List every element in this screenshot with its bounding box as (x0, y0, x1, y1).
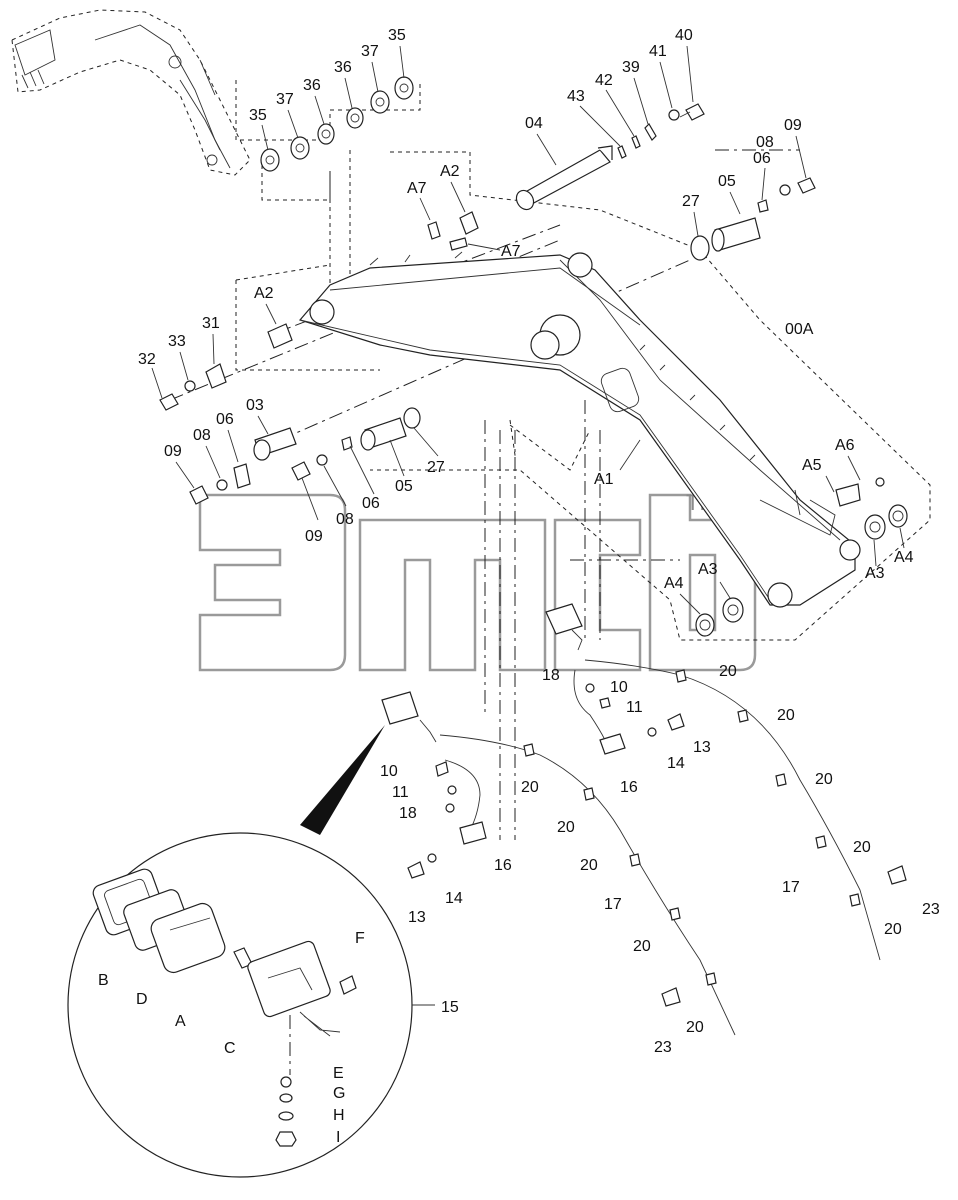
label-16: 16 (494, 857, 512, 874)
label-09: 09 (305, 528, 323, 545)
label-17: 17 (782, 879, 800, 896)
label-A2: A2 (440, 163, 460, 180)
label-E: E (333, 1065, 344, 1082)
label-C: C (224, 1040, 236, 1057)
label-04: 04 (525, 115, 543, 132)
leader-lines (151, 45, 905, 615)
label-I: I (336, 1129, 340, 1146)
label-36: 36 (303, 77, 321, 94)
label-10: 10 (380, 763, 398, 780)
label-F: F (355, 930, 365, 947)
label-39: 39 (622, 59, 640, 76)
label-18: 18 (542, 667, 560, 684)
label-20: 20 (719, 663, 737, 680)
label-35: 35 (388, 27, 406, 44)
label-14: 14 (667, 755, 685, 772)
label-A1: A1 (594, 471, 614, 488)
label-20: 20 (580, 857, 598, 874)
label-27: 27 (682, 193, 700, 210)
label-31: 31 (202, 315, 220, 332)
label-20: 20 (815, 771, 833, 788)
label-06: 06 (362, 495, 380, 512)
label-G: G (333, 1085, 345, 1102)
label-17: 17 (604, 896, 622, 913)
label-06: 06 (753, 150, 771, 167)
pin-05-right-group (690, 177, 816, 261)
label-A3: A3 (698, 561, 718, 578)
end-bushings (695, 477, 908, 637)
label-13: 13 (693, 739, 711, 756)
label-32: 32 (138, 351, 156, 368)
label-14: 14 (445, 890, 463, 907)
label-A: A (175, 1013, 186, 1030)
lamp-detail-callout (67, 725, 435, 1178)
left-lamp-harness (381, 691, 736, 1036)
label-36: 36 (334, 59, 352, 76)
label-20: 20 (777, 707, 795, 724)
label-05: 05 (718, 173, 736, 190)
label-10: 10 (610, 679, 628, 696)
label-11: 11 (392, 784, 409, 801)
label-37: 37 (276, 91, 294, 108)
right-lamp-harness (545, 603, 907, 961)
label-A7: A7 (501, 243, 521, 260)
label-20: 20 (853, 839, 871, 856)
label-20: 20 (521, 779, 539, 796)
label-23: 23 (922, 901, 940, 918)
pin-04-group (515, 103, 705, 211)
label-16: 16 (620, 779, 638, 796)
label-A4: A4 (664, 575, 684, 592)
label-08: 08 (193, 427, 211, 444)
label-20: 20 (557, 819, 575, 836)
excavator-thumbnail (11, 9, 251, 176)
label-33: 33 (168, 333, 186, 350)
label-H: H (333, 1107, 345, 1124)
label-A6: A6 (835, 437, 855, 454)
label-05: 05 (395, 478, 413, 495)
label-A2: A2 (254, 285, 274, 302)
label-D: D (136, 991, 148, 1008)
label-A5: A5 (802, 457, 822, 474)
label-08: 08 (756, 134, 774, 151)
label-A3: A3 (865, 565, 885, 582)
label-09: 09 (164, 443, 182, 460)
label-A7: A7 (407, 180, 427, 197)
label-00A: 00A (785, 321, 814, 338)
label-06: 06 (216, 411, 234, 428)
label-B: B (98, 972, 109, 989)
part-labels: 35 37 36 36 37 35 04 43 42 39 41 40 27 0… (98, 27, 940, 1146)
label-11: 11 (626, 699, 643, 716)
label-23: 23 (654, 1039, 672, 1056)
washer-set (260, 76, 414, 172)
boom-structure (298, 251, 861, 608)
label-43: 43 (567, 88, 585, 105)
label-09: 09 (784, 117, 802, 134)
label-27: 27 (427, 459, 445, 476)
label-40: 40 (675, 27, 693, 44)
left-pin-group (159, 363, 421, 505)
label-08: 08 (336, 511, 354, 528)
label-37: 37 (361, 43, 379, 60)
bushings-a (267, 211, 479, 349)
label-35: 35 (249, 107, 267, 124)
label-20: 20 (686, 1019, 704, 1036)
label-15: 15 (441, 999, 459, 1016)
label-41: 41 (649, 43, 667, 60)
label-13: 13 (408, 909, 426, 926)
label-20: 20 (633, 938, 651, 955)
label-03: 03 (246, 397, 264, 414)
label-18: 18 (399, 805, 417, 822)
label-A4: A4 (894, 549, 914, 566)
label-20: 20 (884, 921, 902, 938)
label-42: 42 (595, 72, 613, 89)
